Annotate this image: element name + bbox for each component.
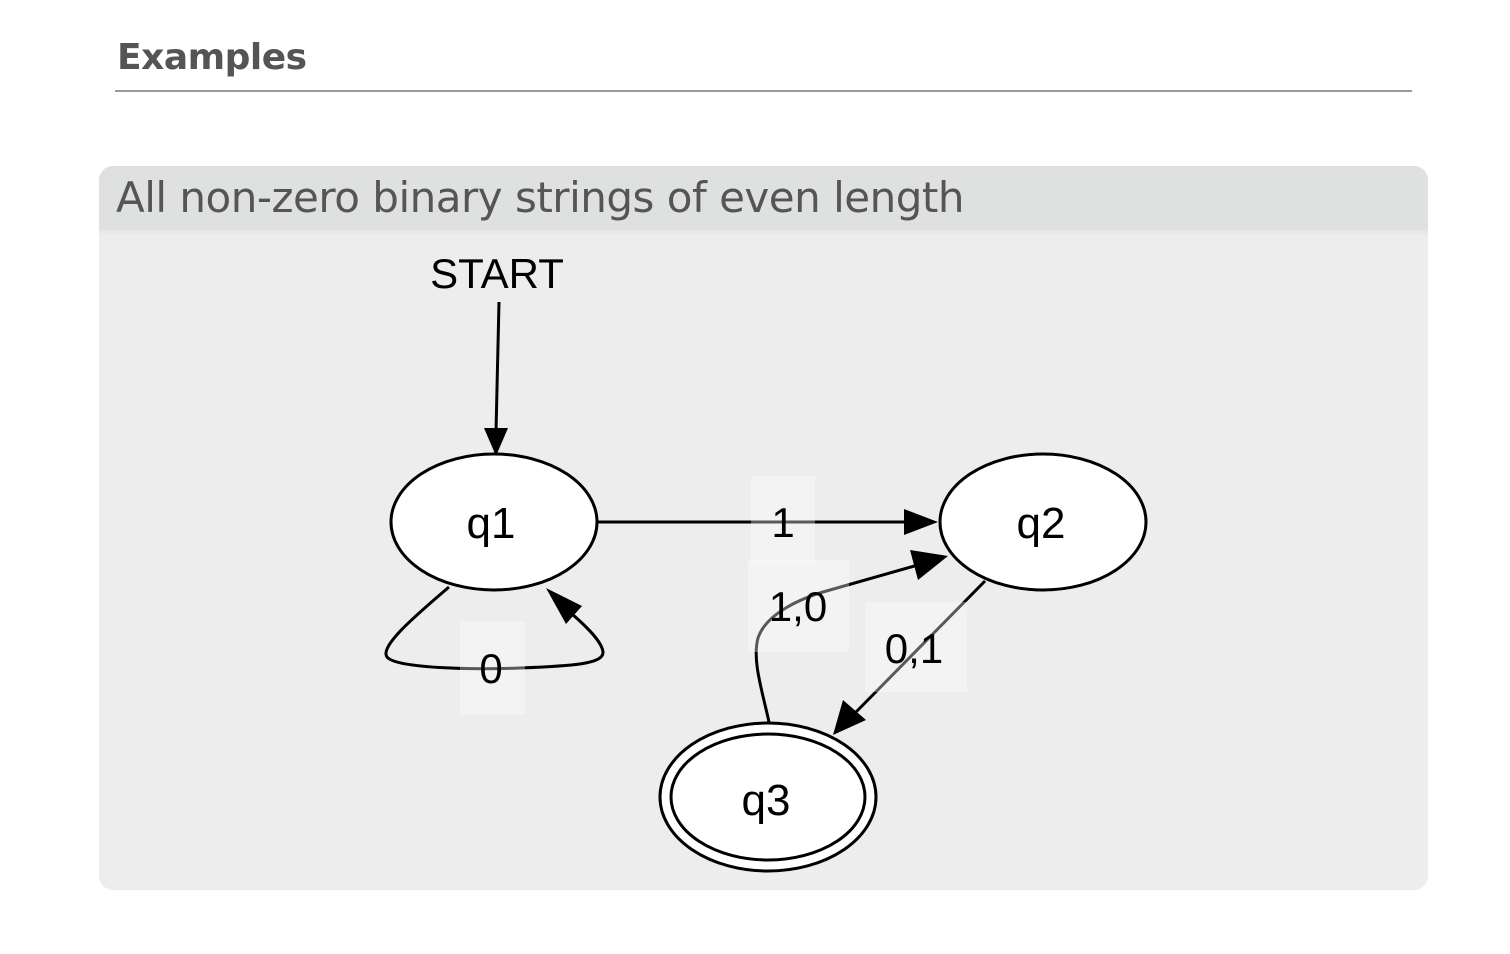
transition-label-bg: [748, 560, 849, 652]
transition-label-q1-q2: 1: [771, 499, 794, 546]
transition-q2-q3: [833, 579, 987, 735]
state-q3: q3: [658, 721, 878, 873]
start-arrow: [484, 301, 508, 456]
state-label-q2: q2: [1017, 499, 1066, 548]
transition-q3-q2: [754, 550, 948, 723]
transition-label-bg: [865, 602, 967, 692]
block-title: All non-zero binary strings of even leng…: [116, 173, 964, 222]
state-label-q3: q3: [742, 776, 791, 825]
state-label-q1: q1: [467, 499, 516, 548]
block-header: All non-zero binary strings of even leng…: [99, 166, 1428, 230]
state-q1: q1: [389, 452, 599, 592]
title-divider: [115, 90, 1412, 92]
transition-q1-q1: [384, 585, 605, 671]
state-q2: q2: [938, 452, 1148, 592]
transition-q1-q2: [597, 509, 938, 535]
start-label: START: [430, 250, 564, 297]
transition-label-q1-q1: 0: [479, 645, 502, 692]
frame-title: Examples: [117, 37, 307, 78]
transition-label-q2-q3: 0,1: [885, 625, 943, 672]
transition-label-bg: [751, 476, 815, 564]
block-header-shadow: [99, 230, 1428, 235]
transition-label-bg: [460, 622, 525, 714]
transition-label-q3-q2: 1,0: [769, 583, 827, 630]
